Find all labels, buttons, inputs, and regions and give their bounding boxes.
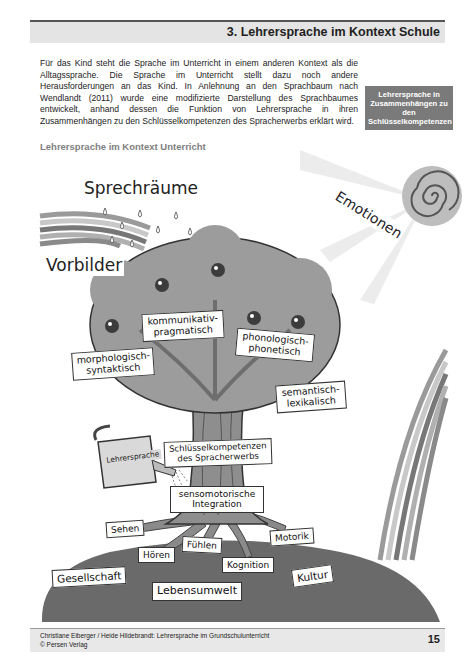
box-text: Schlüsselkompetenzen des Spracherwerbs xyxy=(169,441,268,464)
ground-box: Lebensumwelt xyxy=(152,582,242,601)
box-text: kommunikativ-pragmatisch xyxy=(146,313,219,339)
box-text: Motorik xyxy=(275,531,309,544)
rainbow-left xyxy=(40,214,150,249)
tree-label: Vorbilder xyxy=(44,254,124,276)
root-box: Fühlen xyxy=(182,536,223,554)
box-text: Kognition xyxy=(227,560,269,570)
box-text: Hören xyxy=(143,550,170,560)
header-bar xyxy=(30,20,445,43)
footer-bar xyxy=(30,628,445,652)
body-paragraph: Für das Kind steht die Sprache im Unterr… xyxy=(40,58,358,127)
tree-box: morphologisch-syntaktisch xyxy=(71,347,155,380)
box-text: Gesellschaft xyxy=(57,569,122,584)
box-text: Kultur xyxy=(296,568,328,584)
footer-text: Christiane Eiberger / Heide Hildebrandt:… xyxy=(40,632,269,640)
box-text: phonologisch-phonetisch xyxy=(240,331,310,359)
box-text: Fühlen xyxy=(187,539,217,551)
tree-box: semantisch-lexikalisch xyxy=(275,381,347,414)
root-box: Hören xyxy=(138,547,175,563)
trunk-box: Schlüsselkompetenzen des Spracherwerbs xyxy=(164,438,273,467)
footer-text: © Persen Verlag xyxy=(40,641,87,649)
box-text: morphologisch-syntaktisch xyxy=(76,351,149,378)
sidebar-box: Lehrersprache in Zusammenhängen zu den S… xyxy=(365,86,453,130)
root-box: Sehen xyxy=(105,520,144,539)
box-text: Sehen xyxy=(111,523,140,535)
box-text: Lehrersprache in Zusammenhängen zu den S… xyxy=(368,90,450,126)
page-heading: 3. Lehrersprache im Kontext Schule xyxy=(227,24,440,40)
trunk xyxy=(166,395,268,524)
box-text: semantisch-lexikalisch xyxy=(280,384,341,410)
box-text: Lebensumwelt xyxy=(157,585,237,598)
tree-label: Sprechräume xyxy=(82,177,200,199)
sun xyxy=(402,166,462,226)
rainbow-right xyxy=(380,350,446,560)
trunk-box: sensomotorische Integration xyxy=(170,486,264,513)
ground xyxy=(42,540,440,622)
root-box: Motorik xyxy=(269,527,314,546)
root-box: Kognition xyxy=(222,557,274,573)
page-number: 15 xyxy=(428,632,440,646)
box-text: sensomotorische Integration xyxy=(175,489,259,510)
tree-box: kommunikativ-pragmatisch xyxy=(141,310,224,342)
subheading: Lehrersprache im Kontext Unterricht xyxy=(40,141,206,153)
